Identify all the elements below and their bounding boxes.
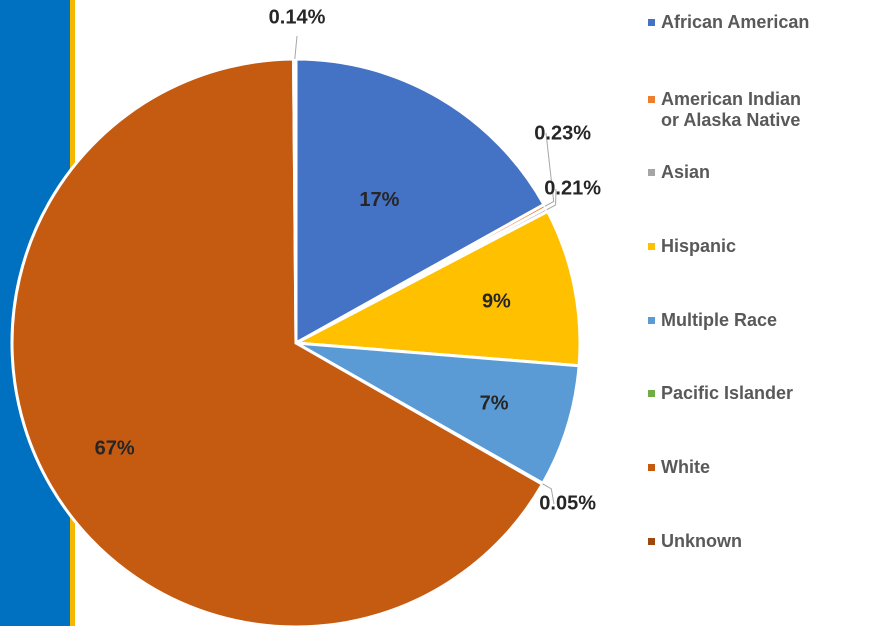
data-label: 67% — [95, 437, 135, 459]
legend-swatch — [648, 317, 655, 324]
legend-label: Asian — [661, 162, 711, 182]
legend-item-pacific-islander: Pacific Islander — [648, 383, 793, 404]
pie-slice — [294, 209, 582, 368]
leader-line — [542, 483, 555, 505]
legend-label: Multiple Race — [661, 310, 778, 330]
pie-slice — [10, 57, 544, 626]
chart-legend: African American American Indian or Alas… — [648, 0, 877, 626]
legend-swatch — [648, 96, 655, 103]
pie-slice — [294, 57, 546, 345]
legend-item-african-american: African American — [648, 12, 809, 33]
legend-label: Unknown — [661, 531, 742, 551]
legend-label: White — [661, 457, 710, 477]
legend-item-hispanic: Hispanic — [648, 236, 736, 257]
legend-swatch — [648, 243, 655, 250]
legend-label: Hispanic — [661, 236, 737, 256]
data-label: 9% — [482, 290, 511, 312]
legend-swatch — [648, 390, 655, 397]
data-label: 0.23% — [534, 122, 591, 144]
legend-item-unknown: Unknown — [648, 531, 742, 552]
legend-swatch — [648, 169, 655, 176]
legend-label: American Indian or Alaska Native — [661, 89, 802, 130]
legend-item-white: White — [648, 457, 710, 478]
leader-line — [546, 188, 557, 211]
leader-line — [294, 35, 298, 60]
data-label: 0.14% — [269, 6, 326, 28]
pie-slice — [292, 57, 298, 345]
leader-line — [544, 132, 555, 207]
legend-swatch — [648, 19, 655, 26]
data-label: 17% — [359, 189, 399, 211]
legend-label: African American — [661, 12, 810, 32]
legend-swatch — [648, 464, 655, 471]
legend-item-multiple-race: Multiple Race — [648, 310, 777, 331]
legend-item-asian: Asian — [648, 162, 710, 183]
data-label: 7% — [480, 392, 509, 414]
legend-label: Pacific Islander — [661, 383, 794, 403]
data-label: 0.21% — [544, 177, 601, 199]
data-label: 0.05% — [539, 492, 596, 514]
legend-swatch — [648, 538, 655, 545]
pie-slice — [294, 341, 581, 485]
legend-item-american-indian: American Indian or Alaska Native — [648, 89, 801, 131]
